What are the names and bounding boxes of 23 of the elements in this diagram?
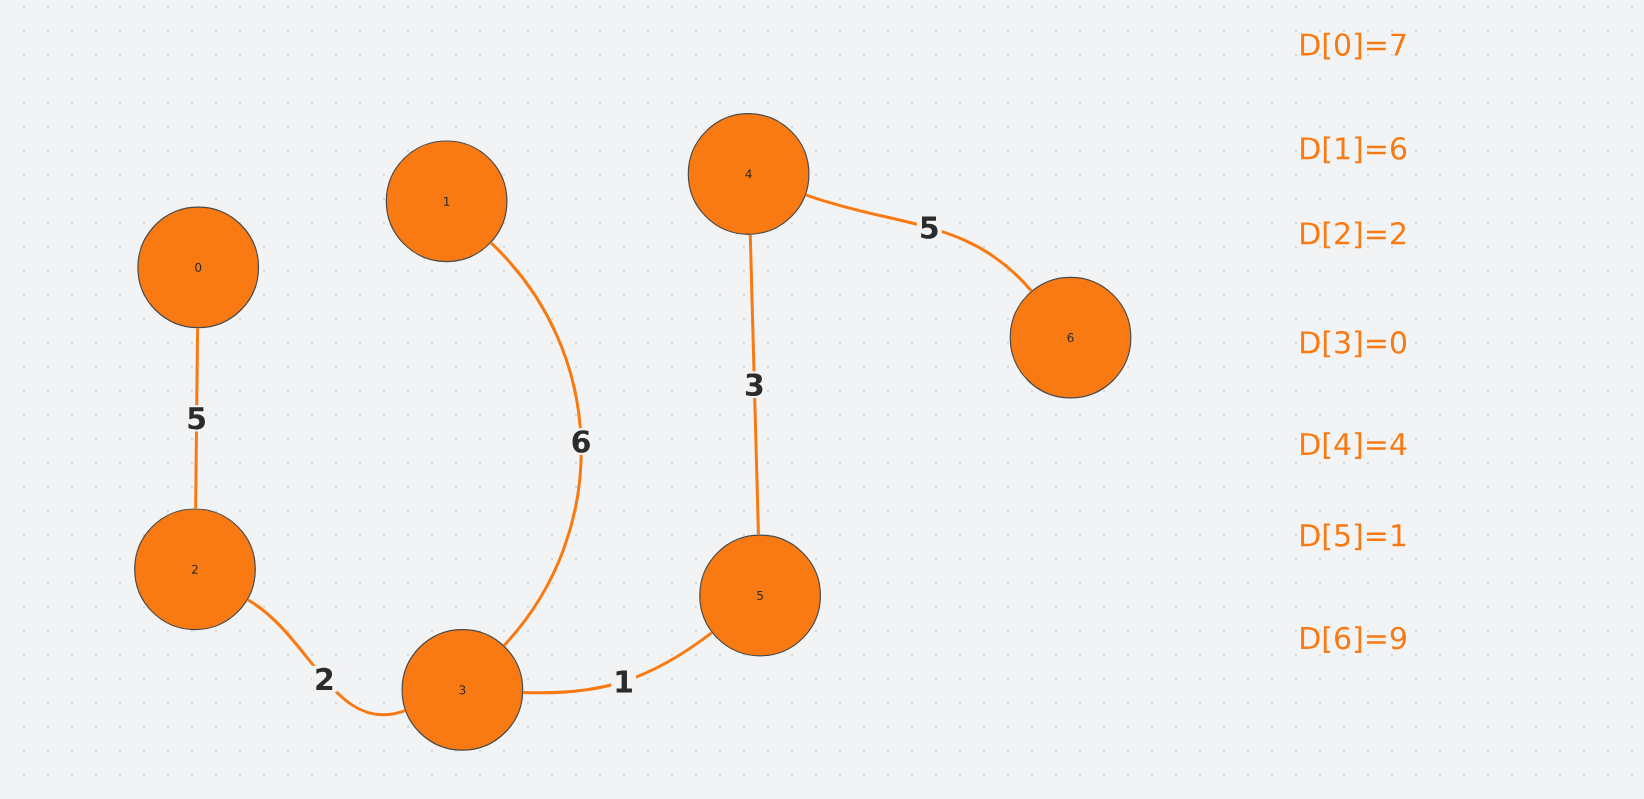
graph-vertex: 5 <box>699 534 821 657</box>
distance-label: D[2]=2 <box>1301 221 1405 249</box>
graph-vertex: 4 <box>687 113 810 235</box>
edge-label: 6 <box>568 428 594 455</box>
graph-vertex: 2 <box>134 508 256 631</box>
edge-label: 1 <box>611 668 636 695</box>
graph-vertex: 6 <box>1009 276 1132 399</box>
edge-label: 5 <box>184 405 210 432</box>
distance-label: D[0]=7 <box>1301 32 1406 60</box>
edge-line <box>805 193 1033 292</box>
edge-line <box>523 631 713 695</box>
edge-label: 5 <box>916 214 942 241</box>
distance-label: D[3]=0 <box>1301 330 1406 358</box>
edge-label: 3 <box>741 371 767 399</box>
graph-vertex: 1 <box>385 140 508 263</box>
distance-label: D[4]=4 <box>1301 432 1407 459</box>
distance-label: D[6]=9 <box>1301 626 1406 653</box>
edge-line <box>489 241 583 647</box>
distance-label: D[1]=6 <box>1301 136 1407 164</box>
distance-label: D[5]=1 <box>1301 523 1406 551</box>
graph-vertex: 3 <box>401 629 524 751</box>
edge-line <box>748 234 760 535</box>
graph-vertex: 0 <box>137 206 260 329</box>
